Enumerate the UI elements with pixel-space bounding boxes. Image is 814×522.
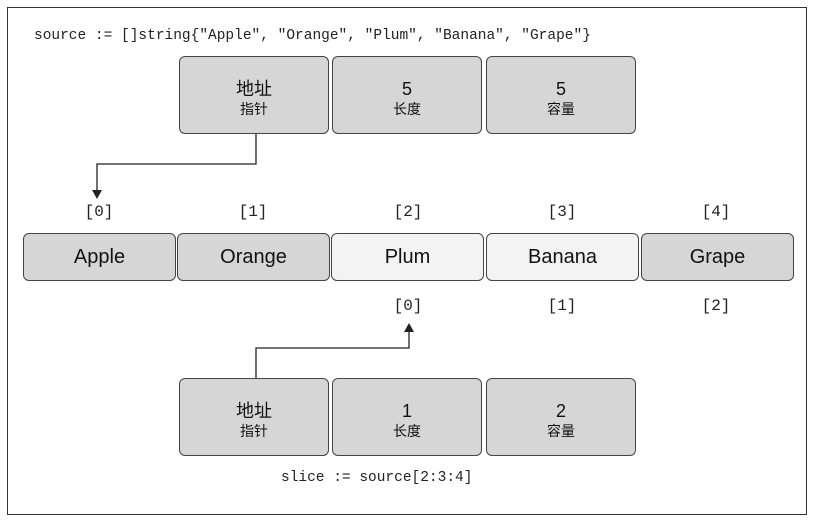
array-element: Apple: [23, 233, 176, 281]
source-declaration: source := []string{"Apple", "Orange", "P…: [34, 28, 591, 44]
slice-pointer-value: 地址: [236, 401, 272, 421]
array-element: Banana: [486, 233, 639, 281]
source-length-box: 5 长度: [332, 56, 482, 134]
array-element: Grape: [641, 233, 794, 281]
slice-pointer-label: 指针: [240, 423, 268, 439]
array-element: Orange: [177, 233, 330, 281]
source-pointer-value: 地址: [236, 79, 272, 99]
slice-capacity-box: 2 容量: [486, 378, 636, 456]
array-index: [3]: [547, 203, 577, 221]
source-length-label: 长度: [393, 101, 421, 117]
array-index: [1]: [238, 203, 268, 221]
slice-declaration: slice := source[2:3:4]: [281, 470, 473, 486]
array-index: [2]: [393, 203, 423, 221]
source-capacity-value: 5: [555, 79, 566, 99]
slice-length-box: 1 长度: [332, 378, 482, 456]
source-capacity-box: 5 容量: [486, 56, 636, 134]
source-pointer-label: 指针: [240, 101, 268, 117]
slice-index: [2]: [701, 297, 731, 315]
source-pointer-arrow: [96, 134, 257, 193]
array-element: Plum: [331, 233, 484, 281]
slice-length-value: 1: [401, 401, 412, 421]
slice-length-label: 长度: [393, 423, 421, 439]
source-capacity-label: 容量: [547, 101, 575, 117]
source-length-value: 5: [401, 79, 412, 99]
slice-capacity-label: 容量: [547, 423, 575, 439]
slice-capacity-value: 2: [555, 401, 566, 421]
slice-index: [1]: [547, 297, 577, 315]
slice-index: [0]: [393, 297, 423, 315]
array-index: [4]: [701, 203, 731, 221]
source-pointer-box: 地址 指针: [179, 56, 329, 134]
slice-pointer-arrow: [255, 328, 410, 378]
array-index: [0]: [84, 203, 114, 221]
slice-pointer-box: 地址 指针: [179, 378, 329, 456]
